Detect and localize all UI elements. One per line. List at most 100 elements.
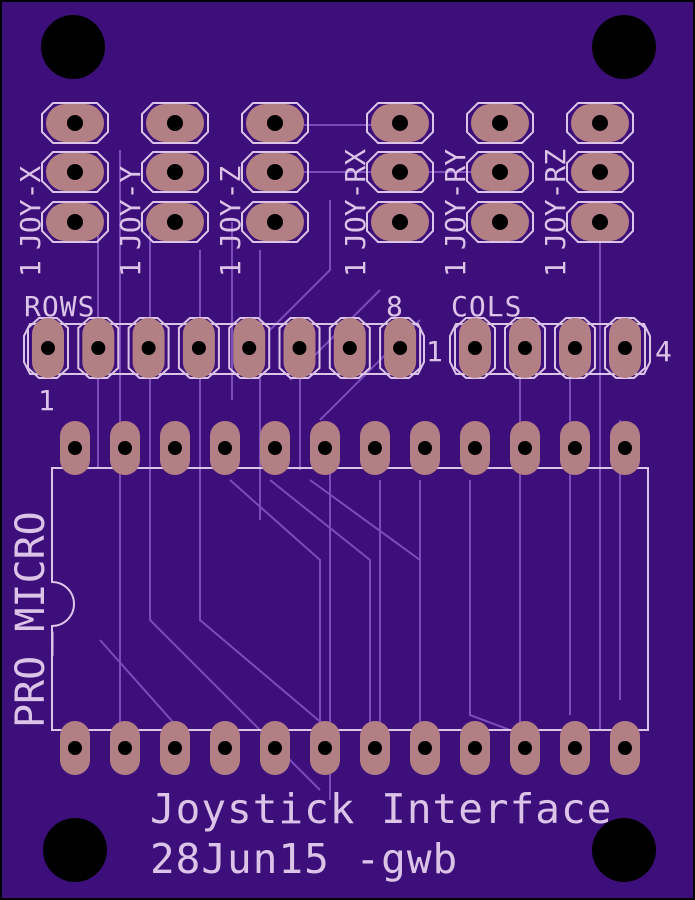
drill-hole bbox=[292, 341, 307, 355]
pad-silk-outline bbox=[454, 317, 496, 379]
drill-hole bbox=[468, 441, 482, 455]
cols-last-pin-label: 4 bbox=[655, 335, 672, 368]
pad-silk-outline bbox=[41, 151, 109, 193]
board-date-signature: 28Jun15 -gwb bbox=[150, 835, 458, 883]
pad-silk-outline bbox=[141, 151, 209, 193]
joystick-label: JOY-RZ bbox=[539, 149, 572, 250]
drill-hole bbox=[418, 441, 432, 455]
board-title: Joystick Interface bbox=[150, 785, 612, 833]
trace bbox=[309, 479, 421, 730]
joystick-pin1-label: 1 bbox=[14, 260, 47, 277]
drill-hole bbox=[618, 441, 632, 455]
rows-last-pin-label: 8 bbox=[386, 290, 403, 323]
drill-hole bbox=[368, 441, 382, 455]
mounting-hole-top-left bbox=[41, 15, 105, 79]
rows-first-pin-label: 1 bbox=[38, 384, 55, 417]
drill-hole bbox=[167, 115, 183, 131]
trace bbox=[269, 479, 371, 740]
cols-header bbox=[449, 317, 651, 379]
copper-traces bbox=[97, 124, 621, 800]
pro-micro-label: PRO_MICRO bbox=[8, 511, 54, 728]
pad-silk-outline bbox=[241, 102, 309, 144]
drill-hole bbox=[368, 741, 382, 755]
joystick-connector-joy-z: JOY-Z 1 bbox=[214, 102, 309, 277]
drill-hole bbox=[392, 214, 408, 230]
drill-hole bbox=[518, 441, 532, 455]
drill-hole bbox=[118, 441, 132, 455]
drill-hole bbox=[267, 214, 283, 230]
drill-hole bbox=[618, 341, 632, 355]
drill-hole bbox=[318, 441, 332, 455]
pro-micro-footprint bbox=[60, 421, 640, 775]
drill-hole bbox=[518, 341, 532, 355]
pad-silk-outline bbox=[41, 102, 109, 144]
joystick-connector-joy-rx: JOY-RX 1 bbox=[339, 102, 434, 277]
pro-micro-outline bbox=[51, 467, 649, 731]
drill-hole bbox=[68, 441, 82, 455]
mounting-holes bbox=[41, 15, 656, 882]
drill-hole bbox=[518, 741, 532, 755]
trace bbox=[269, 200, 331, 331]
drill-hole bbox=[141, 341, 156, 355]
pad-silk-outline bbox=[554, 317, 596, 379]
drill-hole bbox=[67, 214, 83, 230]
pad-silk-outline bbox=[604, 317, 646, 379]
joystick-pin1-label: 1 bbox=[439, 260, 472, 277]
drill-hole bbox=[268, 441, 282, 455]
drill-hole bbox=[91, 341, 106, 355]
drill-hole bbox=[342, 341, 357, 355]
trace bbox=[99, 639, 181, 731]
drill-hole bbox=[392, 164, 408, 180]
drill-hole bbox=[267, 115, 283, 131]
mounting-hole-bottom-right bbox=[592, 818, 656, 882]
drill-hole bbox=[41, 341, 55, 355]
joystick-pin1-label: 1 bbox=[114, 260, 147, 277]
pad-silk-outline bbox=[41, 201, 109, 243]
joystick-connector-joy-ry: JOY-RY1 bbox=[439, 102, 534, 277]
drill-hole bbox=[592, 115, 608, 131]
rows-label: ROWS bbox=[24, 290, 95, 323]
pad-silk-outline bbox=[328, 317, 371, 379]
drill-hole bbox=[592, 164, 608, 180]
drill-hole bbox=[67, 164, 83, 180]
joystick-label: JOY-Y bbox=[114, 166, 147, 250]
drill-hole bbox=[268, 741, 282, 755]
mounting-hole-bottom-left bbox=[43, 818, 107, 882]
drill-hole bbox=[568, 741, 582, 755]
drill-hole bbox=[168, 741, 182, 755]
pad-silk-outline bbox=[77, 317, 120, 379]
drill-hole bbox=[568, 441, 582, 455]
trace bbox=[229, 479, 321, 730]
drill-hole bbox=[618, 741, 632, 755]
joystick-pin1-label: 1 bbox=[339, 260, 372, 277]
pad-silk-outline bbox=[177, 317, 220, 379]
drill-hole bbox=[393, 341, 408, 355]
joystick-pin1-label: 1 bbox=[214, 260, 247, 277]
drill-hole bbox=[267, 164, 283, 180]
pad-silk-outline bbox=[566, 151, 634, 193]
pad-silk-outline bbox=[27, 317, 69, 379]
pad-silk-outline bbox=[278, 317, 321, 379]
drill-hole bbox=[167, 164, 183, 180]
drill-hole bbox=[418, 741, 432, 755]
joystick-label: JOY-RX bbox=[339, 149, 372, 250]
drill-hole bbox=[568, 341, 582, 355]
drill-hole bbox=[468, 341, 482, 355]
drill-hole bbox=[492, 214, 508, 230]
pad-silk-outline bbox=[566, 102, 634, 144]
joystick-connector-joy-rz: JOY-RZ 1 bbox=[539, 102, 634, 277]
pad-silk-outline bbox=[127, 317, 170, 379]
joystick-label: JOY-Z bbox=[214, 166, 247, 250]
drill-hole bbox=[218, 441, 232, 455]
drill-hole bbox=[492, 164, 508, 180]
joystick-pin1-label: 1 bbox=[539, 260, 572, 277]
joystick-connector-joy-y: JOY-Y 1 bbox=[114, 102, 209, 277]
drill-hole bbox=[468, 741, 482, 755]
drill-hole bbox=[592, 214, 608, 230]
drill-hole bbox=[167, 214, 183, 230]
drill-hole bbox=[67, 115, 83, 131]
pad-silk-outline bbox=[504, 317, 546, 379]
pad-silk-outline bbox=[141, 201, 209, 243]
